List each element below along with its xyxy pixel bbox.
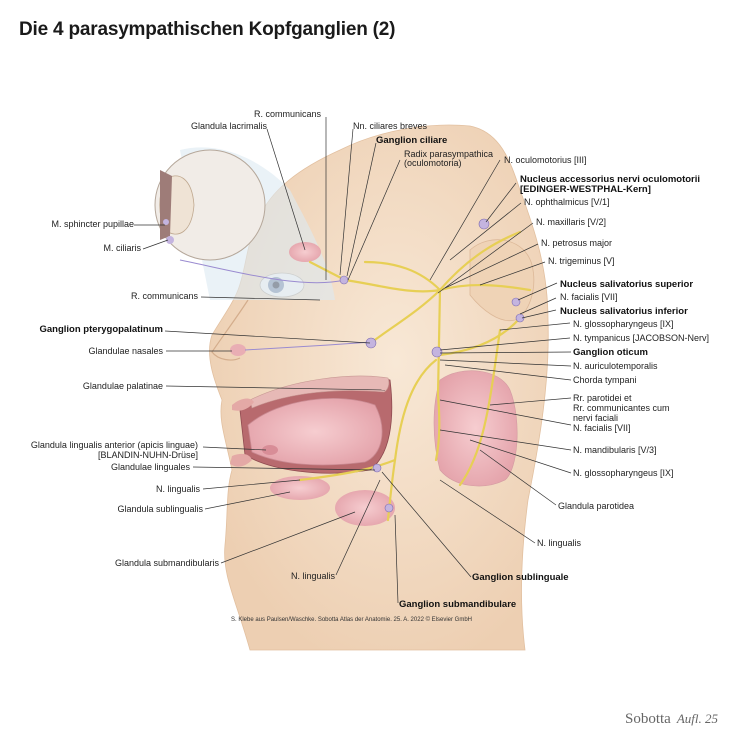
lingual-gland-anterior <box>262 445 278 455</box>
label-nucleus-sal-inf: Nucleus salivatorius inferior <box>560 306 688 317</box>
label-n-glossopharyngeus-2: N. glossopharyngeus [IX] <box>573 468 674 478</box>
label-n-tympanicus: N. tympanicus [JACOBSON-Nerv] <box>573 333 709 343</box>
ciliary-ganglion-spot-1 <box>166 236 174 244</box>
label-ganglion-pterygopalatinum: Ganglion pterygopalatinum <box>39 324 163 335</box>
label-ganglion-sublinguale: Ganglion sublinguale <box>472 572 569 583</box>
label-ganglion-oticum: Ganglion oticum <box>573 347 648 358</box>
label-gl-lingualis-ant-1: Glandula lingualis anterior (apicis ling… <box>31 440 198 450</box>
label-radix-2: (oculomotoria) <box>404 158 462 168</box>
source-credit: S. Klebe aus Paulsen/Waschke. Sobotta At… <box>231 617 472 623</box>
label-glandula-sublingualis: Glandula sublingualis <box>117 504 203 514</box>
palate <box>249 375 390 409</box>
ciliary-ganglion-spot-2 <box>163 219 169 225</box>
sublingual-gland <box>270 476 330 500</box>
label-n-ophthalmicus: N. ophthalmicus [V/1] <box>524 197 610 207</box>
label-n-oculomotorius: N. oculomotorius [III] <box>504 155 587 165</box>
label-n-mandibularis: N. mandibularis [V/3] <box>573 445 657 455</box>
lacrimal-gland <box>289 242 321 262</box>
label-n-glossopharyngeus-1: N. glossopharyngeus [IX] <box>573 319 674 329</box>
label-n-petrosus: N. petrosus major <box>541 238 612 248</box>
label-m-ciliaris: M. ciliaris <box>104 243 142 253</box>
label-nucleus-accessorius-1: Nucleus accessorius nervi oculomotorii <box>520 174 700 185</box>
brand-name: Sobotta <box>624 711 671 727</box>
label-nucleus-sal-sup: Nucleus salivatorius superior <box>560 279 693 290</box>
nose <box>211 299 249 361</box>
label-n-auriculotemporalis: N. auriculotemporalis <box>573 361 658 371</box>
ganglion-ciliare-icon <box>339 275 349 285</box>
label-ganglion-ciliare: Ganglion ciliare <box>376 135 447 146</box>
brand-edition: Aufl. 25 <box>676 711 718 726</box>
label-glandulae-palatinae: Glandulae palatinae <box>83 381 163 391</box>
label-r-communicans-top: R. communicans <box>254 109 322 119</box>
label-nucleus-accessorius-2: [EDINGER-WESTPHAL-Kern] <box>520 184 651 195</box>
page-title: Die 4 parasympathischen Kopfganglien (2) <box>19 19 396 40</box>
label-m-sphincter: M. sphincter pupillae <box>51 219 134 229</box>
nucleus-sal-sup-icon <box>511 297 521 307</box>
label-rr-parotidei-2: Rr. communicantes cum <box>573 403 670 413</box>
upper-lip <box>232 398 254 411</box>
label-glandula-lacrimalis: Glandula lacrimalis <box>191 121 268 131</box>
label-n-lingualis-bottom: N. lingualis <box>291 571 336 581</box>
ganglion-oticum-icon <box>431 346 443 358</box>
label-glandulae-nasales: Glandulae nasales <box>88 346 163 356</box>
label-n-trigeminus: N. trigeminus [V] <box>548 256 615 266</box>
ganglion-sublinguale-icon <box>372 463 382 473</box>
label-glandulae-linguales: Glandulae linguales <box>111 462 191 472</box>
parotid-gland <box>433 370 518 487</box>
label-nn-ciliares-breves: Nn. ciliares breves <box>353 121 428 131</box>
label-n-facialis-2: N. facialis [VII] <box>573 423 631 433</box>
parasympathetic-lines <box>179 259 373 351</box>
nasal-glands <box>230 344 246 356</box>
eye-iris-section <box>160 170 172 240</box>
brand-logo: Sobotta Aufl. 25 <box>625 711 718 728</box>
label-gl-lingualis-ant-2: [BLANDIN-NUHN-Drüse] <box>98 450 198 460</box>
label-n-lingualis-right: N. lingualis <box>537 538 582 548</box>
label-n-lingualis-left: N. lingualis <box>156 484 201 494</box>
label-n-facialis-1: N. facialis [VII] <box>560 292 618 302</box>
lower-lip <box>230 453 252 467</box>
label-rr-parotidei-1: Rr. parotidei et <box>573 393 632 403</box>
label-ganglion-submandibulare: Ganglion submandibulare <box>399 599 516 610</box>
label-chorda-tympani: Chorda tympani <box>573 375 637 385</box>
leader-lines <box>134 117 572 604</box>
label-rr-parotidei-3: nervi faciali <box>573 413 618 423</box>
tongue <box>247 398 383 466</box>
submandibular-gland <box>335 490 395 526</box>
labels: R. communicans Glandula lacrimalis Nn. c… <box>31 109 709 610</box>
ganglion-submandibulare-icon <box>384 503 394 513</box>
label-n-maxillaris: N. maxillaris [V/2] <box>536 217 606 227</box>
label-glandula-parotidea: Glandula parotidea <box>558 501 634 511</box>
label-r-communicans-mid: R. communicans <box>131 291 199 301</box>
label-glandula-submandibularis: Glandula submandibularis <box>115 558 220 568</box>
label-radix-1: Radix parasympathica <box>404 149 493 159</box>
